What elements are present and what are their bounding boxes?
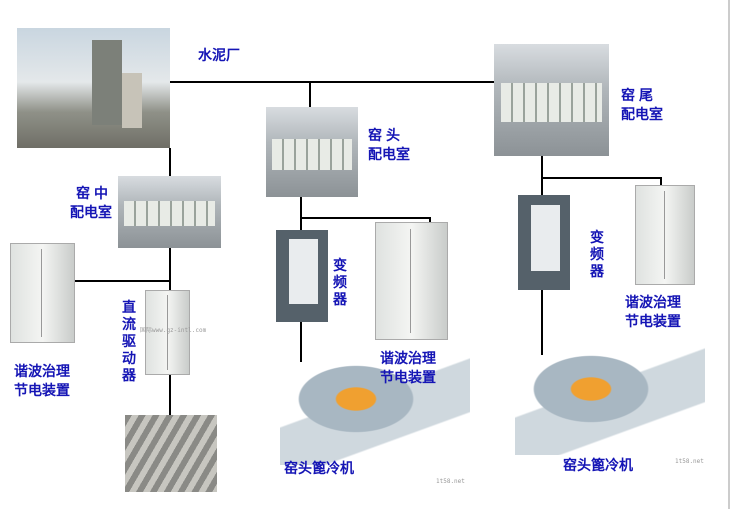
harmonic-cabinet-left [10,243,75,343]
cooler-tail-image [515,345,705,455]
watermark: 1t58.net [436,478,465,485]
connector [169,148,171,176]
kiln-head-room-label: 窑头配电室 [368,127,410,165]
connector [541,290,543,355]
watermark: 国际www.gz-intl.com [140,327,207,334]
label-line: 谐波治理 [14,364,70,380]
label-line: 配电室 [621,107,663,123]
kiln-middle-room-photo [118,176,221,248]
inverter-head-label: 变频器 [333,258,347,308]
dc-drive-photo [145,290,190,375]
connector [300,197,302,230]
cooler-head-image [280,355,470,465]
kiln-head-room-photo [266,107,358,197]
harmonic-tail-label: 谐波治理节电装置 [625,294,681,332]
label-line: 窑尾 [621,88,657,104]
label-line: 谐波治理 [625,295,681,311]
harmonic-head-label: 谐波治理节电装置 [380,350,436,388]
watermark: 1t58.net [675,458,704,465]
cement-plant-photo [17,28,170,148]
connector [300,322,302,362]
kiln-tail-room-photo [494,44,609,156]
label-line: 谐波治理 [380,351,436,367]
harmonic-cabinet-tail [635,185,695,285]
inverter-tail-label: 变频器 [590,230,604,280]
inverter-tail-photo [518,195,570,290]
connector [75,280,170,282]
connector [170,81,494,83]
label-line: 节电装置 [380,370,436,386]
cooler-tail-label: 窑头篦冷机 [563,458,633,474]
connector [660,177,662,187]
label-line: 窑头 [368,128,404,144]
kiln-mid-room-label: 窑中配电室 [70,185,112,223]
connector [429,217,431,222]
harmonic-cabinet-head [375,222,448,340]
harmonic-left-label: 谐波治理节电装置 [14,363,70,401]
cooler-head-label: 窑头篦冷机 [284,461,354,477]
connector [541,177,661,179]
connector [169,375,171,415]
label-line: 配电室 [368,147,410,163]
connector [169,248,171,290]
label-line: 节电装置 [14,383,70,399]
rotary-kiln-photo [125,415,217,492]
label-line: 配电室 [70,205,112,221]
connector [541,156,543,196]
label-line: 节电装置 [625,314,681,330]
connector [309,82,311,107]
connector [300,217,430,219]
inverter-head-photo [276,230,328,322]
kiln-tail-room-label: 窑尾配电室 [621,87,663,125]
dc-drive-label: 直流驱动器 [122,300,136,384]
cement-plant-label: 水泥厂 [198,48,240,64]
label-line: 窑中 [76,186,112,202]
